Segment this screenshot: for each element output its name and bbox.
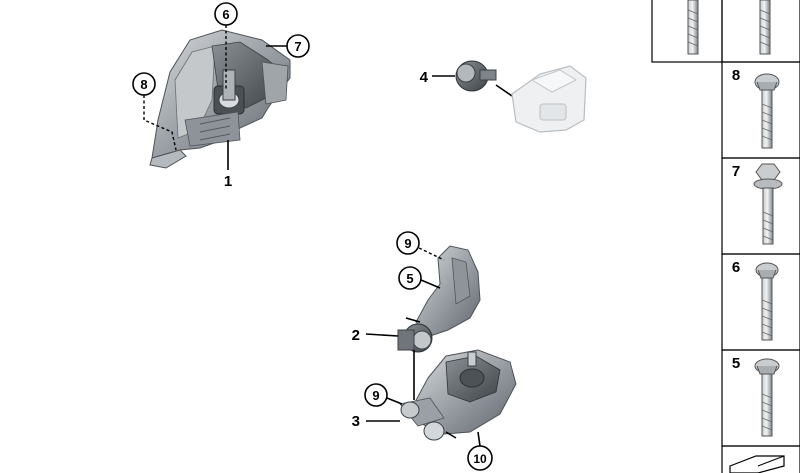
leader-10-link <box>445 431 457 439</box>
panel-label-7: 7 <box>732 163 740 180</box>
bolt-thumb-top-right <box>759 0 771 55</box>
callout-9-top: 9 <box>396 231 445 261</box>
panel-box-bottom <box>721 445 800 473</box>
label-7: 7 <box>294 39 301 54</box>
label-3: 3 <box>352 413 360 430</box>
bolt-6-icon <box>755 262 779 341</box>
engine-mount-bracket-part-1 <box>149 29 291 169</box>
callout-8: 8 <box>132 72 177 151</box>
label-1: 1 <box>224 173 232 190</box>
label-6: 6 <box>222 7 229 22</box>
callout-9-bottom: 9 <box>364 383 403 407</box>
label-9-bottom: 9 <box>372 388 379 403</box>
panel-label-6: 6 <box>732 259 740 276</box>
callout-5: 5 <box>398 266 441 290</box>
gearbox-bracket-part-2 <box>397 245 481 353</box>
callout-3: 3 <box>352 413 400 430</box>
bolt-thumb-top-left <box>687 0 699 55</box>
ghost-bracket <box>511 65 587 133</box>
label-4: 4 <box>420 69 429 86</box>
rubber-mount-part-4 <box>455 60 513 97</box>
bolt-5-icon <box>754 358 780 437</box>
panel-label-5: 5 <box>732 355 740 372</box>
callout-1: 1 <box>224 140 232 190</box>
callout-7: 7 <box>266 34 310 58</box>
callout-4: 4 <box>420 69 455 86</box>
callout-2: 2 <box>352 327 399 344</box>
panel-label-8: 8 <box>732 67 740 84</box>
label-10: 10 <box>473 452 487 466</box>
callout-10: 10 <box>467 431 493 471</box>
bolt-7-icon <box>753 163 783 245</box>
side-panel: 8 7 6 5 <box>651 0 800 473</box>
label-8: 8 <box>140 77 147 92</box>
label-2: 2 <box>352 327 360 344</box>
label-9-top: 9 <box>404 236 411 251</box>
label-5: 5 <box>406 271 413 286</box>
transmission-mount-part-3 <box>399 349 517 441</box>
callout-6: 6 <box>214 2 238 90</box>
panel-box-top-left <box>651 0 723 63</box>
bolt-8-icon <box>754 73 780 149</box>
arrow-icon <box>729 455 785 473</box>
